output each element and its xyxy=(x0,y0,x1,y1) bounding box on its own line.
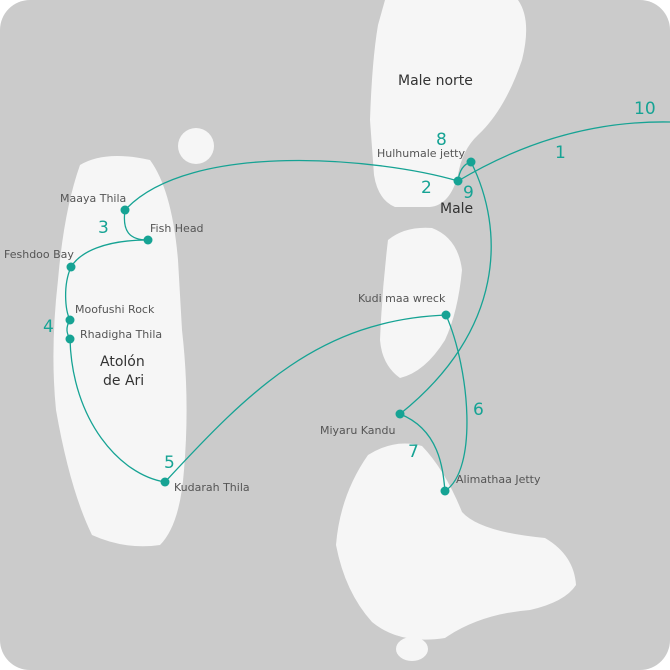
label-moofushi: Moofushi Rock xyxy=(75,303,155,316)
route-leg-7 xyxy=(399,413,446,492)
stop-feshdoo[interactable] xyxy=(66,262,76,272)
label-feshdoo: Feshdoo Bay xyxy=(4,248,74,261)
stop-alimathaa[interactable] xyxy=(440,486,450,496)
island-middle xyxy=(380,227,462,378)
stop-rhadigha[interactable] xyxy=(65,334,75,344)
stop-male[interactable] xyxy=(453,176,463,186)
label-alimathaa: Alimathaa Jetty xyxy=(456,473,541,486)
route-leg-2 xyxy=(124,159,459,211)
label-miyaru: Miyaru Kandu xyxy=(320,424,395,437)
leg-number-4: 4 xyxy=(43,317,54,337)
stop-miyaru[interactable] xyxy=(395,409,405,419)
island-ari-atoll xyxy=(53,156,187,547)
island-male-norte xyxy=(370,0,527,207)
label-kudarah: Kudarah Thila xyxy=(174,481,250,494)
leg-number-10: 10 xyxy=(634,99,656,119)
stop-fishhead[interactable] xyxy=(143,235,153,245)
island-small-north xyxy=(178,128,214,164)
leg-number-6: 6 xyxy=(473,400,484,420)
route-leg-10 xyxy=(457,121,670,182)
stop-moofushi[interactable] xyxy=(65,315,75,325)
region-atoll-2: de Ari xyxy=(103,373,144,389)
stop-hulhumale[interactable] xyxy=(466,157,476,167)
leg-number-3: 3 xyxy=(98,218,109,238)
label-rhadigha: Rhadigha Thila xyxy=(80,328,162,341)
leg-number-7: 7 xyxy=(408,442,419,462)
stop-kudimaa[interactable] xyxy=(441,310,451,320)
island-south xyxy=(336,443,576,640)
label-maaya: Maaya Thila xyxy=(60,192,126,205)
leg-number-2: 2 xyxy=(421,178,432,198)
route-leg-fish-feshdoo xyxy=(70,239,149,268)
region-male-norte: Male norte xyxy=(398,73,473,89)
leg-number-8: 8 xyxy=(436,130,447,150)
label-hulhumale: Hulhumale jetty xyxy=(377,147,465,160)
stop-maaya[interactable] xyxy=(120,205,130,215)
route-leg-6 xyxy=(444,314,468,492)
label-fishhead: Fish Head xyxy=(150,222,204,235)
stop-kudarah[interactable] xyxy=(160,477,170,487)
leg-number-5: 5 xyxy=(164,453,175,473)
island-small-south xyxy=(396,637,428,661)
route-leg-rhadigha-kudarah xyxy=(69,338,166,483)
route-leg-5 xyxy=(164,314,447,483)
region-male: Male xyxy=(440,201,473,217)
region-atoll-1: Atolón xyxy=(100,354,145,370)
label-kudimaa: Kudi maa wreck xyxy=(358,292,446,305)
leg-number-1: 1 xyxy=(555,143,566,163)
route-leg-9 xyxy=(399,161,492,415)
leg-number-9: 9 xyxy=(463,183,474,203)
